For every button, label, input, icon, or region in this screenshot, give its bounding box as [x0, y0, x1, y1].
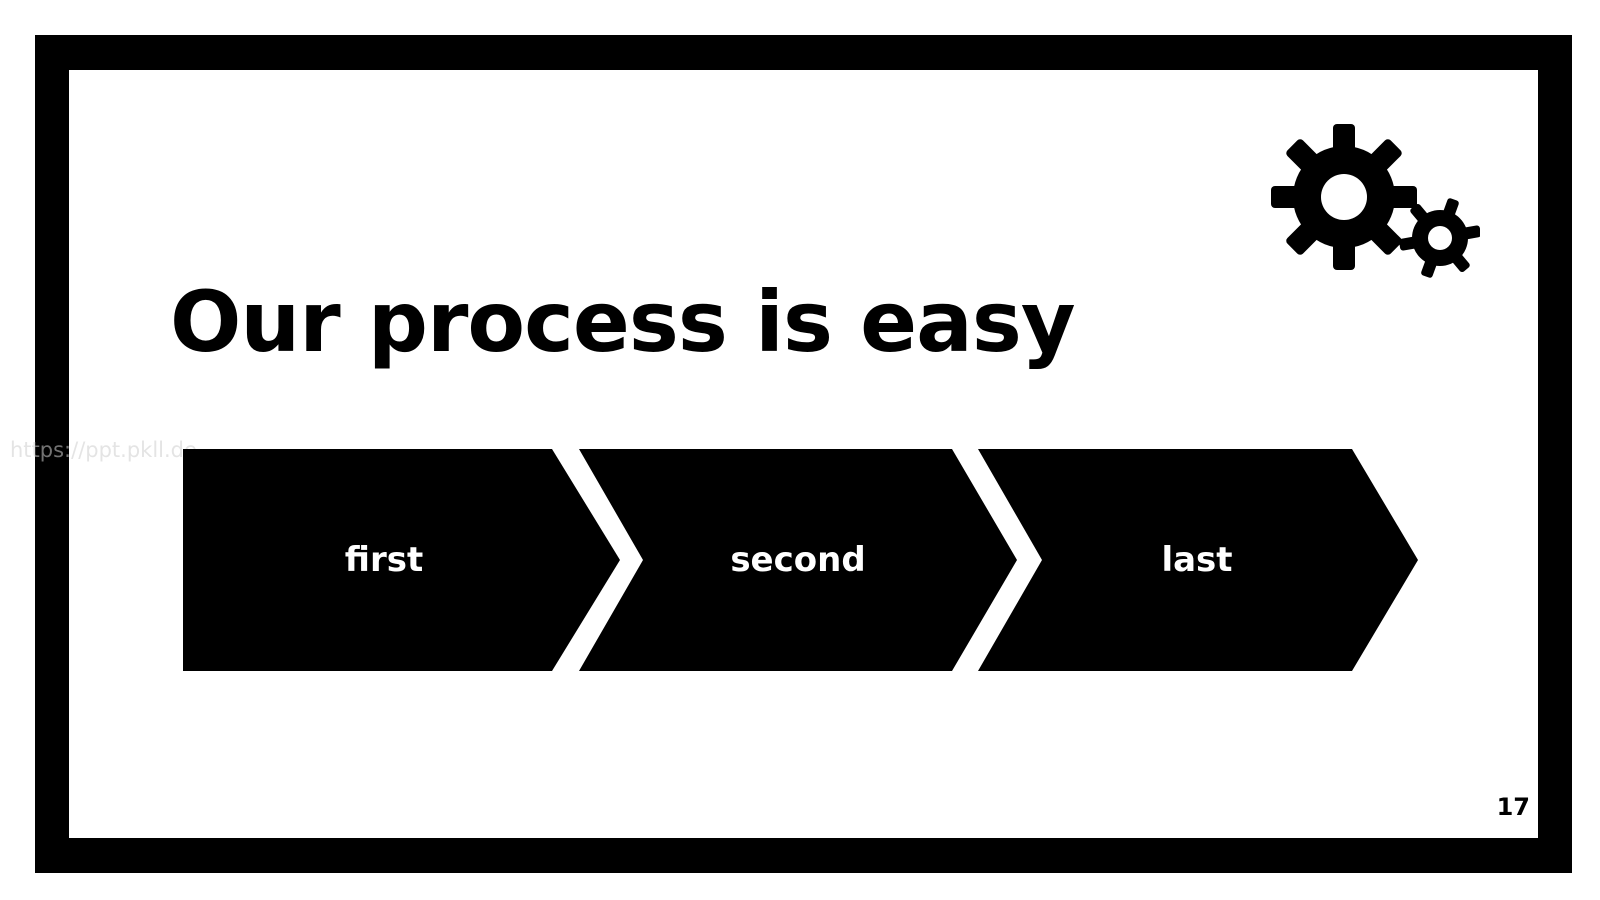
process-step-second-label: second: [730, 540, 866, 580]
process-step-first-label: first: [344, 540, 424, 580]
large-gear-icon: [1271, 124, 1417, 270]
process-step-first-arrow: [183, 449, 620, 671]
small-gear-icon: [1399, 198, 1480, 278]
watermark-url: https://ppt.pkll.de: [10, 438, 197, 462]
process-step-last-arrow: [978, 449, 1418, 671]
slide-title: Our process is easy: [170, 273, 1076, 371]
process-step-second-arrow: [579, 449, 1017, 671]
process-step-last-label: last: [1161, 540, 1233, 580]
page-number: 17: [1496, 793, 1530, 821]
gears-icon: [1271, 124, 1480, 278]
